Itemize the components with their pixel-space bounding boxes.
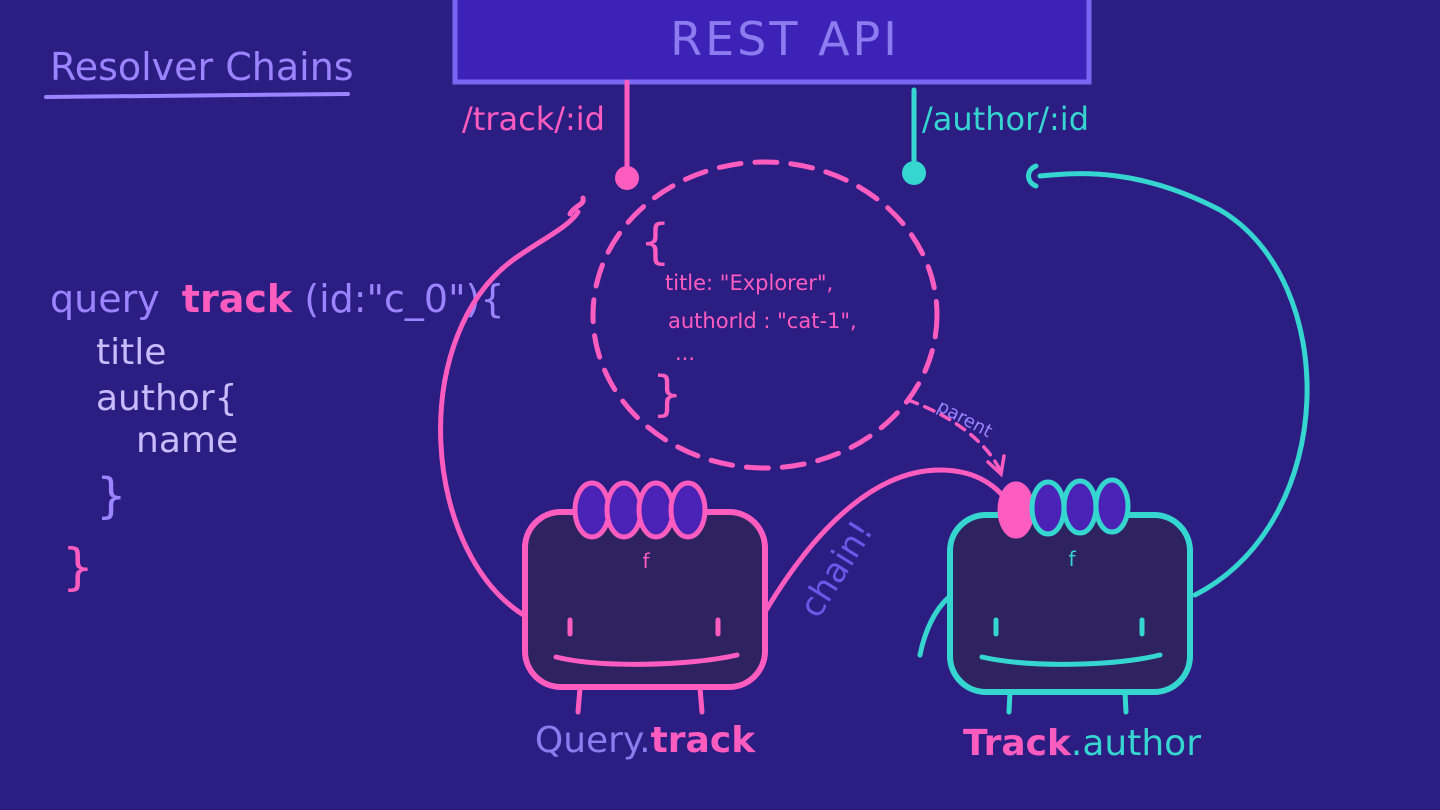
response-open-brace: {: [640, 214, 671, 270]
rest-api-box: REST API: [452, 0, 1092, 85]
query-track-leg-right: [697, 685, 705, 715]
track-author-type: Track: [963, 723, 1072, 764]
endpoint-author-label: /author/:id: [922, 100, 1089, 138]
query-line-name: name: [136, 420, 238, 461]
query-track-arm: [438, 209, 581, 623]
endpoint-track-label: /track/:id: [462, 100, 605, 138]
parent-label: parent: [934, 396, 996, 442]
query-track-slot-3: [636, 480, 676, 540]
track-author-label: Track.author: [963, 723, 1201, 764]
rest-api-label: REST API: [670, 12, 900, 66]
query-track-sep: .: [639, 720, 650, 761]
query-track-mouth: [553, 652, 740, 667]
query-track-field: track: [651, 720, 757, 761]
track-author-field: author: [1082, 723, 1201, 764]
query-track-slot-2: [604, 480, 644, 540]
track-author-sep: .: [1071, 723, 1082, 764]
query-track-leg-left: [575, 685, 583, 715]
response-close-brace: }: [652, 366, 683, 422]
query-track-label: Query.track: [535, 720, 756, 761]
query-track-slot-4: [668, 480, 708, 540]
query-track-hand: [567, 195, 586, 217]
response-object-circle: [590, 159, 940, 471]
track-author-side-arm: [917, 595, 951, 658]
query-code: query track (id:"c_0"){ title author{ na…: [50, 277, 505, 596]
track-author-arm: [1037, 171, 1310, 598]
query-line-close-outer: }: [62, 538, 94, 596]
query-line-close-inner: }: [96, 468, 127, 524]
track-author-mouth: [979, 652, 1163, 667]
query-track-resolver: f Query.track: [522, 480, 768, 761]
query-keyword: query: [50, 277, 160, 321]
track-author-leg-left: [1006, 689, 1013, 715]
track-author-slot-4: [1093, 477, 1131, 535]
query-track-type: Query: [535, 720, 644, 761]
query-args: (id:"c_0"){: [304, 277, 504, 321]
query-track-symbol: f: [642, 549, 650, 573]
track-endpoint-dot: [615, 166, 639, 190]
track-author-resolver: f Track.author: [917, 477, 1201, 764]
track-author-slot-3: [1061, 478, 1099, 536]
response-line-authorid: authorId : "cat-1",: [668, 309, 857, 333]
track-author-slot-1: [997, 481, 1035, 539]
query-track-slot-1: [572, 480, 612, 540]
chain-connector: [762, 467, 1013, 615]
query-field: track: [182, 277, 293, 321]
parent-arrow: [906, 398, 1002, 472]
parent-arrowhead: [986, 454, 1006, 478]
query-track-body: [522, 509, 768, 690]
response-line-title: title: "Explorer",: [665, 271, 833, 295]
track-author-symbol: f: [1068, 547, 1076, 571]
title-underline: [44, 92, 350, 99]
author-endpoint-dot: [902, 161, 926, 185]
track-author-leg-right: [1122, 689, 1129, 715]
track-author-hand: [1026, 163, 1039, 189]
query-line-title: title: [96, 332, 166, 373]
page-title: Resolver Chains: [50, 45, 354, 89]
svg-text:query track (id:"c: query track (id:"c_0"){: [50, 277, 505, 321]
track-author-slot-2: [1029, 479, 1067, 537]
chain-label: chain!: [792, 514, 882, 625]
query-line-author: author{: [96, 378, 238, 419]
response-line-ellipsis: ...: [675, 341, 695, 365]
